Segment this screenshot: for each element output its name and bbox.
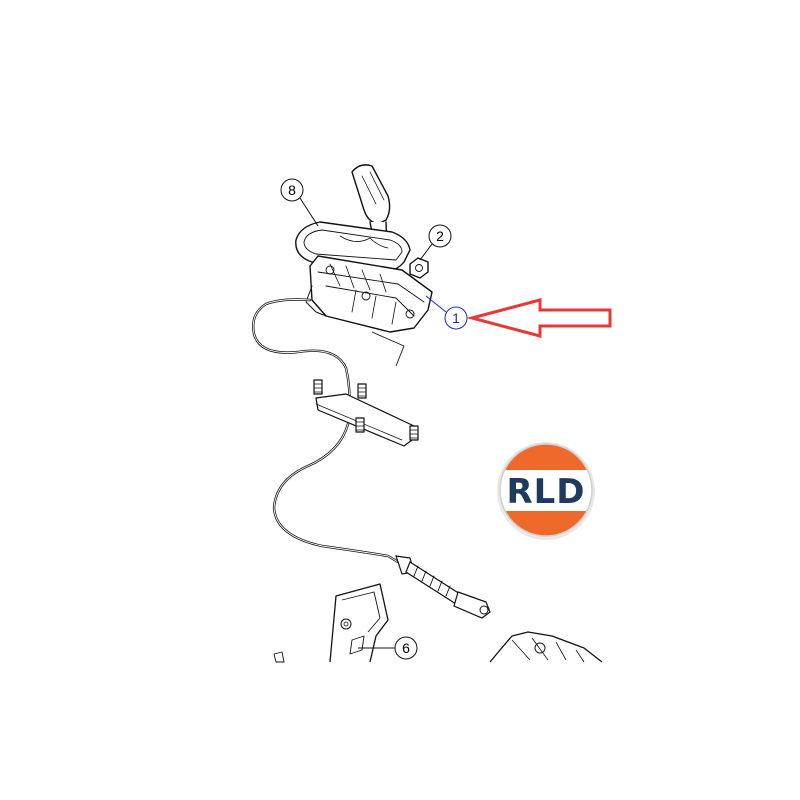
- callout-8: 8: [280, 178, 304, 202]
- linkage-bracket: [273, 583, 389, 663]
- callout-1: 1: [444, 306, 468, 330]
- leader-line-8: [299, 197, 319, 227]
- gear-shifter-assembly: [295, 164, 433, 333]
- callout-8-label: 8: [288, 182, 296, 198]
- logo-text: RLD: [506, 472, 585, 512]
- callout-2-label: 2: [436, 228, 444, 244]
- stud-2: [357, 383, 367, 399]
- callout-2: 2: [428, 224, 452, 248]
- transmission-housing: [489, 631, 603, 663]
- leader-lines: [299, 197, 447, 649]
- leader-line-2: [419, 243, 433, 261]
- stud-1: [313, 379, 323, 395]
- callout-6-label: 6: [402, 640, 410, 656]
- pointer-arrow: [466, 298, 612, 338]
- mounting-bracket: [313, 331, 419, 447]
- stud-3: [355, 417, 365, 433]
- shift-cable: [252, 298, 491, 619]
- leader-line-1: [425, 295, 447, 313]
- callout-6: 6: [394, 636, 418, 660]
- callout-1-label: 1: [452, 310, 460, 326]
- rld-logo: RLD: [497, 442, 595, 540]
- stud-4: [409, 425, 419, 441]
